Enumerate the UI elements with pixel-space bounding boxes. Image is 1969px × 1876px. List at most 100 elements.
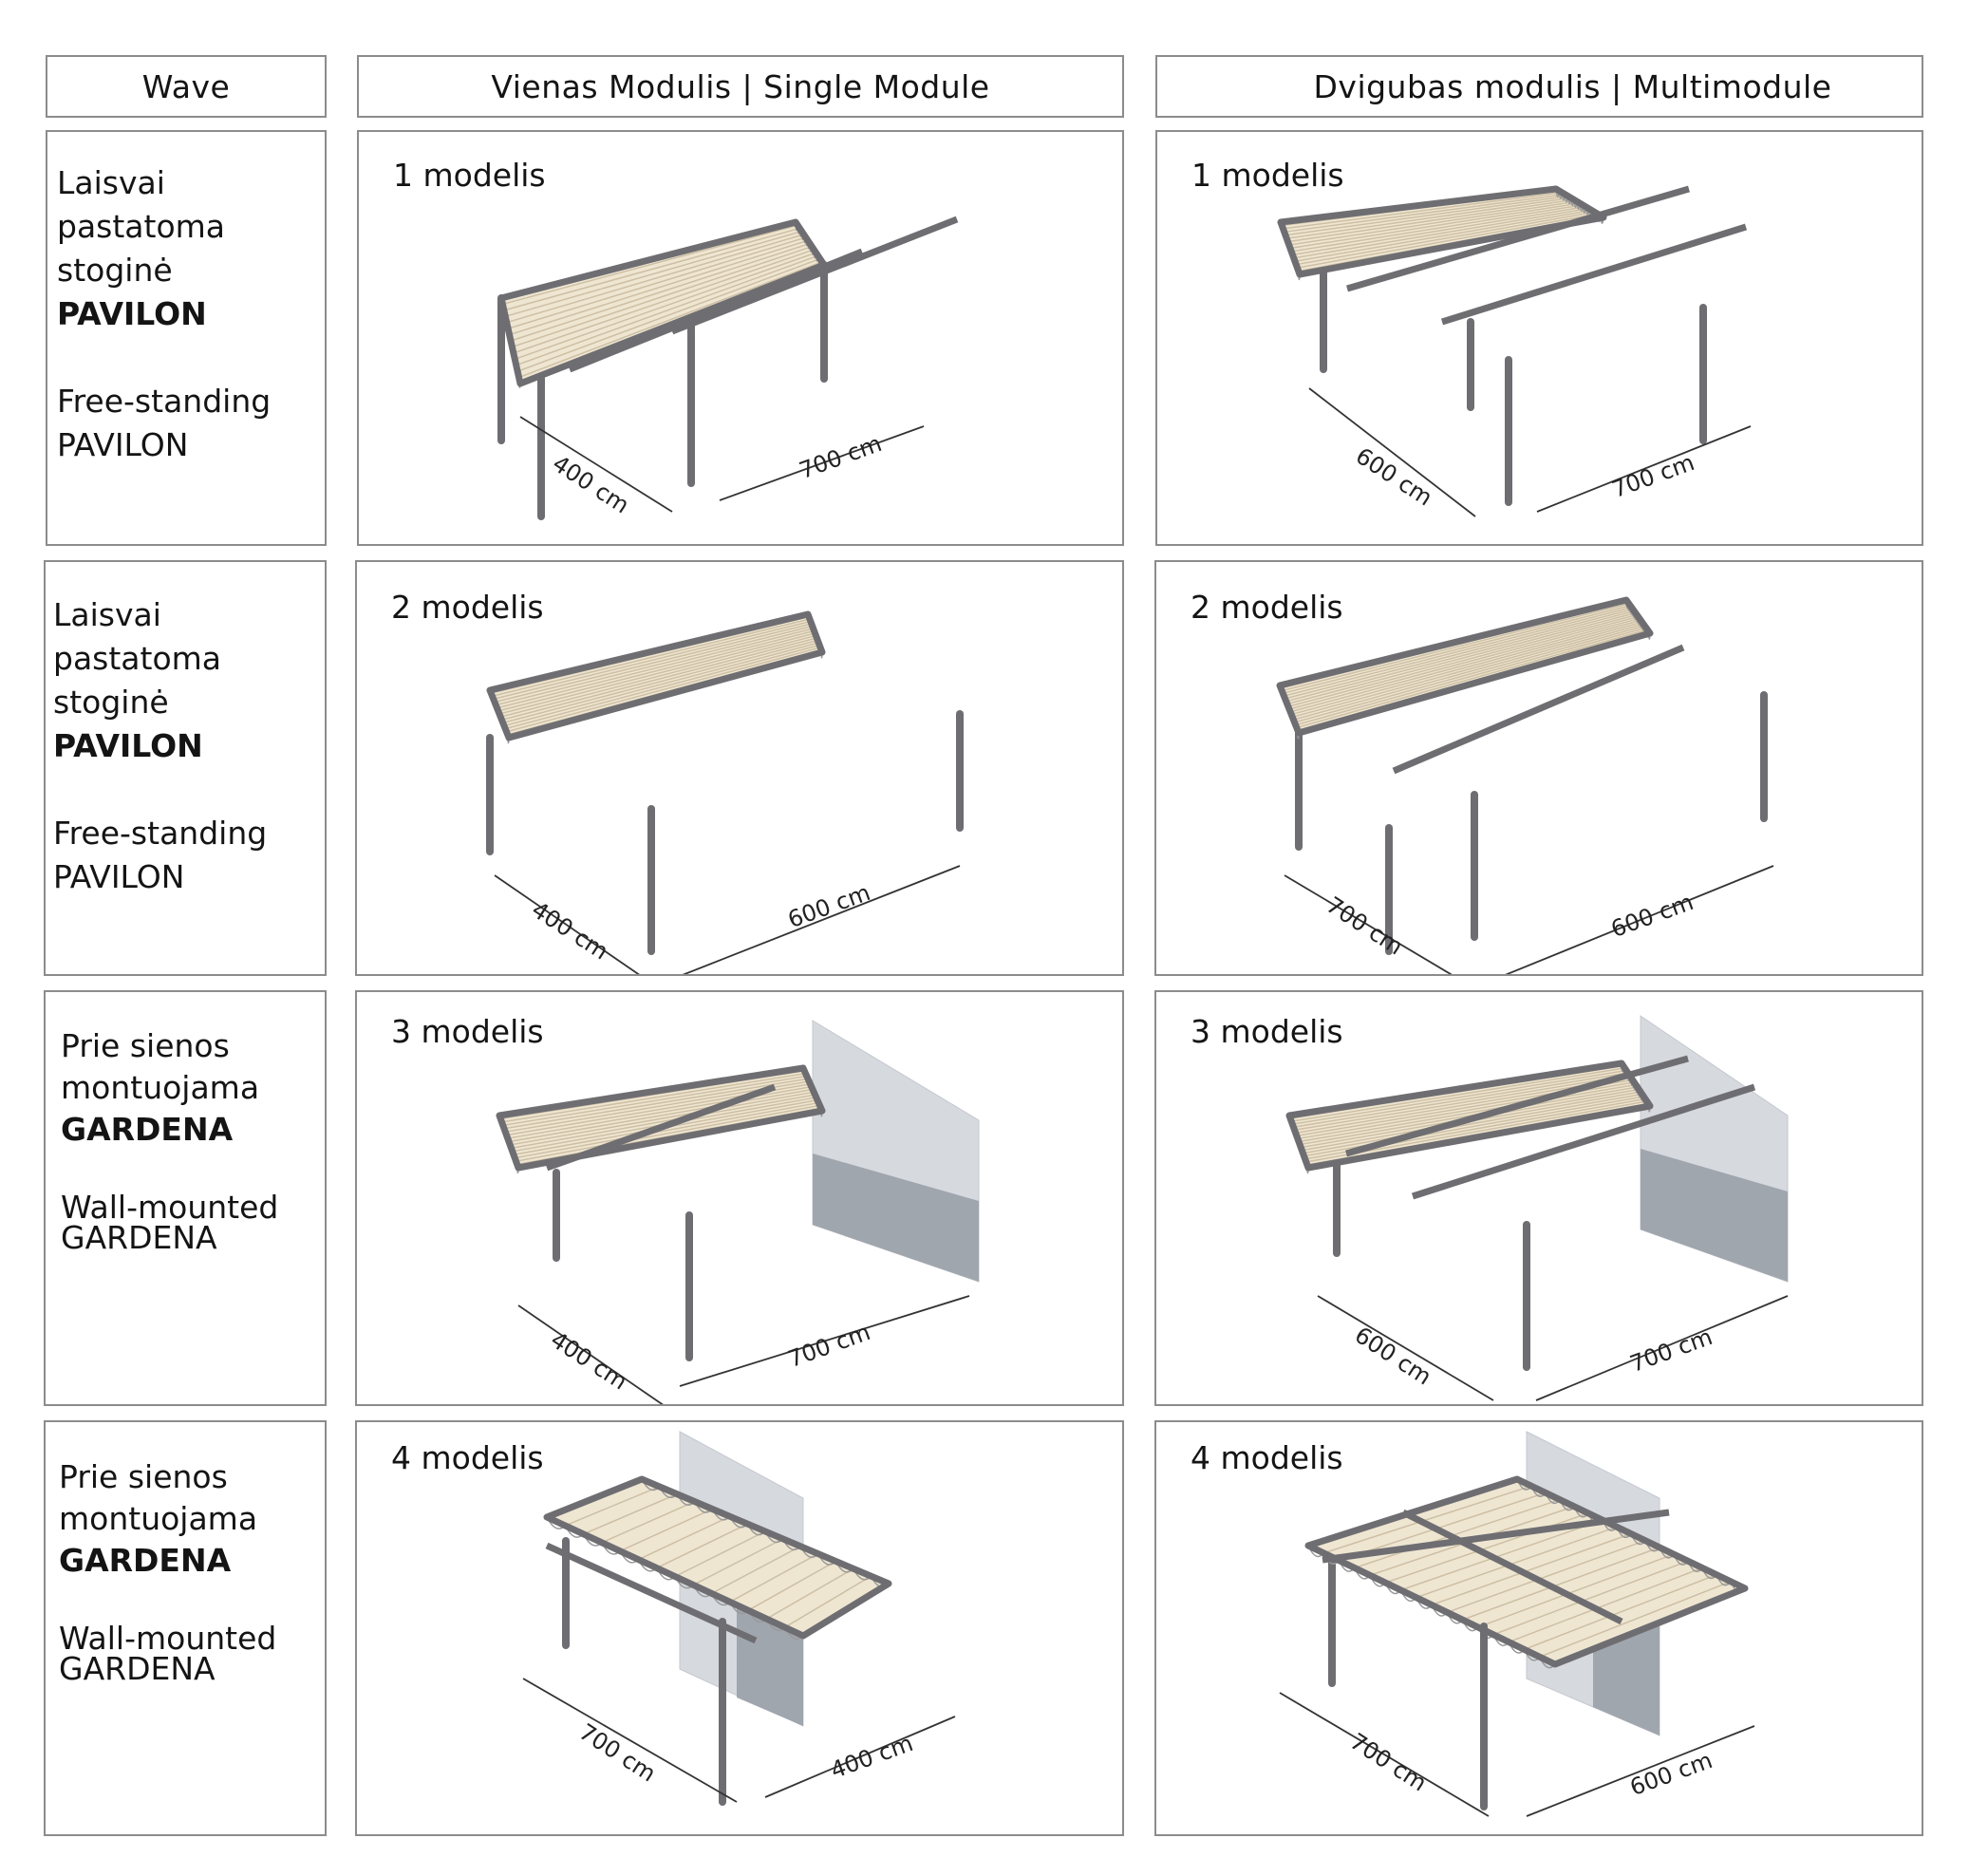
- fabric-fold: [502, 1075, 807, 1127]
- desc-line-en: Wall-mounted: [59, 1620, 277, 1657]
- fabric-fold: [1299, 1086, 1638, 1146]
- fabric-fold: [516, 254, 818, 366]
- dimension-label: 600 cm: [784, 879, 873, 933]
- fabric-fold: [1283, 192, 1563, 230]
- fabric-fold: [1285, 608, 1634, 700]
- fabric-fold: [784, 1575, 872, 1628]
- dimension-line: [1308, 387, 1476, 517]
- fabric-fold: [1431, 1532, 1632, 1606]
- row2-description: Laisvai pastatoma stoginė PAVILON Free-s…: [44, 560, 327, 976]
- fabric-fold: [1339, 1491, 1547, 1562]
- fabric-fold: [508, 1088, 814, 1143]
- desc-line: montuojama: [61, 1069, 260, 1106]
- fabric-fold: [1539, 1581, 1732, 1658]
- fabric-fold: [506, 234, 804, 324]
- fabric-fold: [1295, 627, 1647, 726]
- fabric-fold: [500, 634, 816, 718]
- dimension-line: [682, 865, 961, 974]
- fabric-fold: [516, 257, 820, 372]
- fabric-fold: [493, 620, 811, 701]
- fabric-fold: [1323, 1485, 1532, 1554]
- dimension-line: [1526, 1725, 1755, 1817]
- dimension-label: 700 cm: [796, 430, 885, 484]
- dimension-line: [1505, 865, 1774, 974]
- dimension-label: 700 cm: [1626, 1323, 1716, 1378]
- fabric-fold: [1285, 195, 1568, 236]
- cross-beam: [545, 1083, 777, 1172]
- fabric-roof: [1280, 600, 1650, 733]
- fabric-fold: [766, 1567, 854, 1620]
- row1-description: Laisvai pastatoma stoginė PAVILON Free-s…: [46, 130, 327, 546]
- fabric-fold: [1354, 1498, 1561, 1569]
- header-multimodule: Dvigubas modulis | Multimodule: [1155, 55, 1923, 118]
- desc-line-en: GARDENA: [61, 1219, 217, 1256]
- fabric-fold: [505, 644, 820, 730]
- fabric-fold: [1400, 1519, 1603, 1591]
- desc-line: pastatoma: [53, 640, 222, 677]
- fabric-fold: [601, 1500, 696, 1544]
- product-name: PAVILON: [57, 295, 207, 332]
- dimension-line: [494, 874, 640, 974]
- model-label: 2 modelis: [391, 589, 544, 626]
- cross-beam: [1411, 1083, 1756, 1200]
- frame-beam: [1304, 1475, 1749, 1668]
- fabric-fold: [1286, 197, 1571, 239]
- fabric-fold: [515, 1101, 819, 1159]
- product-name: GARDENA: [61, 1111, 234, 1148]
- fabric-fold: [674, 1530, 766, 1578]
- fabric-fold: [505, 230, 802, 318]
- desc-line: pastatoma: [57, 208, 226, 245]
- cross-beam: [1392, 644, 1685, 775]
- fabric-fold: [583, 1493, 678, 1535]
- cross-beam: [670, 216, 959, 335]
- fabric-fold: [518, 261, 823, 379]
- desc-line-en: Free-standing: [57, 383, 272, 420]
- wall-shadow: [1641, 1149, 1788, 1282]
- fabric-fold: [1291, 1067, 1625, 1122]
- cross-beam: [1401, 1509, 1623, 1625]
- fabric-fold: [1293, 207, 1589, 259]
- dimension-line: [1535, 1295, 1789, 1401]
- header-wave-text: Wave: [141, 67, 231, 105]
- fabric-fold: [1294, 1074, 1630, 1132]
- fabric-fold: [1293, 1072, 1628, 1128]
- fabric-fold: [507, 236, 806, 329]
- dimension-line: [517, 1304, 664, 1404]
- fabric-fold: [1288, 200, 1577, 246]
- dimension-label: 700 cm: [1322, 891, 1408, 961]
- fabric-fold: [747, 1560, 836, 1611]
- product-name: PAVILON: [53, 727, 203, 764]
- dimension-line: [764, 1716, 956, 1798]
- product-name: GARDENA: [59, 1542, 232, 1579]
- dimension-line: [719, 425, 925, 501]
- fabric-fold: [1298, 1083, 1637, 1143]
- fabric-fold: [1296, 211, 1595, 266]
- wall-shadow: [813, 1154, 979, 1282]
- cross-beam: [1346, 185, 1690, 292]
- fabric-fold: [503, 642, 819, 727]
- desc-line-en: PAVILON: [53, 858, 185, 895]
- cross-beam: [568, 248, 864, 373]
- fabric-fold: [1292, 206, 1586, 256]
- fabric-fold: [1296, 628, 1648, 729]
- dimension-label: 600 cm: [1626, 1747, 1716, 1801]
- fabric-fold: [711, 1546, 801, 1595]
- fabric-fold: [510, 1091, 815, 1146]
- model-label: 3 modelis: [391, 1013, 544, 1050]
- model-label: 4 modelis: [1191, 1439, 1343, 1476]
- dimension-label: 400 cm: [527, 896, 613, 966]
- desc-line-en: GARDENA: [59, 1650, 216, 1687]
- fabric-fold: [1285, 610, 1635, 703]
- fabric-fold: [516, 1104, 820, 1162]
- fabric-fold: [515, 252, 816, 360]
- dimension-line: [1317, 1295, 1494, 1401]
